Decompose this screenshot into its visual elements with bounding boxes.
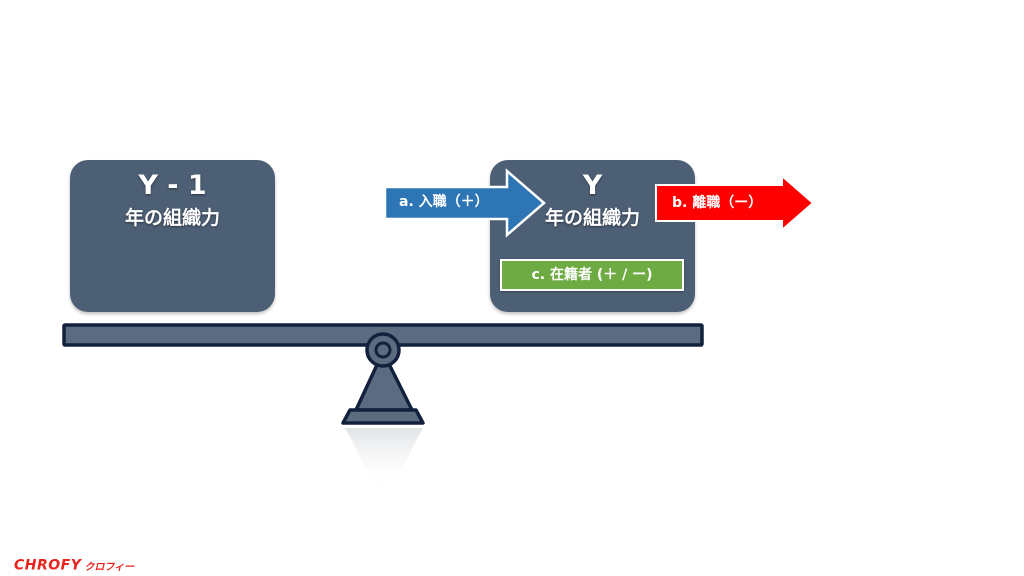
fulcrum-reflection [345,428,423,492]
logo-brand-text: CHROFY [14,557,82,574]
logo-kana-text: クロフィー [84,562,135,573]
prev-year-subtitle: 年の組織力 [124,207,220,229]
current-year-label: Y [582,170,603,201]
retained-employees-box: c. 在籍者 (＋ / ー) [500,259,684,291]
leavers-arrow-label: b. 離職（ー） [672,195,763,211]
prev-year-box: Y - 1 年の組織力 [70,160,275,312]
hires-arrow-label: a. 入職（＋） [399,194,489,210]
fulcrum-base [341,408,425,425]
leavers-arrow-shape [655,173,815,233]
current-year-subtitle: 年の組織力 [544,207,640,229]
pivot-inner [374,341,392,359]
prev-year-label: Y - 1 [138,170,207,201]
hires-arrow-shape [383,168,546,238]
leavers-arrow: b. 離職（ー） [655,173,816,233]
hires-arrow: a. 入職（＋） [383,168,546,238]
